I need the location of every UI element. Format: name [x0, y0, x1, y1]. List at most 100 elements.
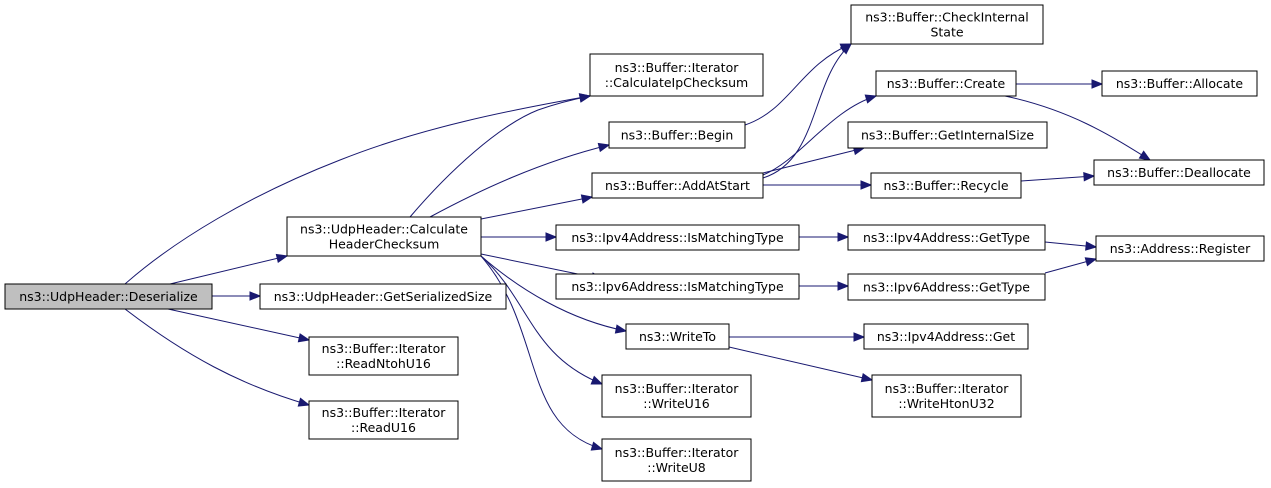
node-label: ns3::Buffer::Iterator [322, 405, 447, 420]
node-label: State [930, 25, 963, 40]
node-box [850, 4, 1044, 45]
edge-arrowhead [590, 375, 604, 385]
node-box [608, 121, 746, 149]
node-ipv4-is-matching[interactable]: ns3::Ipv4Address::IsMatchingType [555, 224, 800, 251]
node-box [259, 283, 507, 310]
node-write-hton-u32[interactable]: ns3::Buffer::Iterator::WriteHtonU32 [871, 374, 1022, 418]
node-buffer-deallocate[interactable]: ns3::Buffer::Deallocate [1093, 159, 1265, 186]
edge-line [167, 308, 310, 341]
node-get-internal-size[interactable]: ns3::Buffer::GetInternalSize [847, 121, 1048, 149]
node-box [4, 283, 213, 310]
node-box [847, 121, 1048, 149]
node-label: ns3::Buffer::Recycle [883, 178, 1008, 193]
node-box [1093, 159, 1265, 186]
node-buffer-recycle[interactable]: ns3::Buffer::Recycle [870, 172, 1022, 199]
edge-deserialize-to-get_serialized_size [212, 291, 262, 301]
edge-buffer_create-to-buffer_allocate [1016, 79, 1104, 89]
node-ipv6-get-type[interactable]: ns3::Ipv6Address::GetType [847, 273, 1046, 301]
edge-arrowhead [597, 142, 611, 153]
node-label: ns3::Buffer::Allocate [1116, 76, 1244, 91]
node-label: ns3::Ipv4Address::GetType [863, 230, 1030, 245]
node-label: ns3::Buffer::CheckInternal [865, 10, 1029, 25]
edge-arrowhead [275, 253, 289, 264]
node-label: ::WriteHtonU32 [898, 396, 994, 411]
edge-arrowhead [837, 232, 850, 242]
edge-calc_header_checksum-to-write_u16 [480, 255, 604, 385]
node-box [601, 438, 752, 482]
node-ipv4-get[interactable]: ns3::Ipv4Address::Get [863, 323, 1029, 350]
node-label: ns3::Address::Register [1110, 241, 1251, 256]
node-read-ntoh-u16[interactable]: ns3::Buffer::Iterator::ReadNtohU16 [308, 336, 459, 376]
edge-arrowhead [590, 441, 604, 451]
edge-arrowhead [1084, 257, 1098, 267]
node-box [589, 53, 764, 97]
edge-arrowhead [614, 324, 628, 334]
node-label: ns3::Buffer::Create [887, 76, 1006, 91]
edges-layer [124, 43, 1152, 451]
edge-buffer_create-to-buffer_deallocate [1004, 95, 1152, 161]
edge-calc_header_checksum-to-ipv4_is_matching [481, 232, 558, 242]
node-box [863, 323, 1029, 350]
edge-arrowhead [864, 94, 878, 104]
edge-line [124, 95, 591, 285]
node-label: ns3::UdpHeader::Deserialize [19, 289, 198, 304]
node-box [308, 400, 459, 440]
edge-line [1020, 175, 1095, 182]
edge-line [429, 144, 610, 218]
node-label: ns3::Buffer::Iterator [615, 445, 740, 460]
edge-line [762, 95, 877, 176]
edge-arrowhead [839, 43, 853, 55]
edge-line [1004, 95, 1151, 161]
node-box [870, 172, 1022, 199]
node-label: ns3::Buffer::GetInternalSize [861, 128, 1034, 143]
node-label: ns3::Ipv4Address::IsMatchingType [571, 230, 784, 245]
node-label: ns3::Buffer::Iterator [615, 60, 740, 75]
node-calc-ip-checksum[interactable]: ns3::Buffer::Iterator::CalculateIpChecks… [589, 53, 764, 97]
edge-calc_header_checksum-to-calc_ip_checksum [409, 93, 592, 218]
node-box [286, 216, 482, 257]
edge-arrowhead [1085, 241, 1098, 251]
node-write-u16[interactable]: ns3::Buffer::Iterator::WriteU16 [601, 374, 752, 418]
edge-arrowhead [837, 281, 850, 291]
node-get-serialized-size[interactable]: ns3::UdpHeader::GetSerializedSize [259, 283, 507, 310]
edge-line [409, 95, 591, 218]
edge-add_at_start-to-check_internal_state [762, 43, 853, 179]
node-label: ns3::Buffer::AddAtStart [605, 178, 750, 193]
node-write-to[interactable]: ns3::WriteTo [625, 323, 730, 350]
node-label: ::WriteU8 [647, 460, 706, 475]
edge-arrowhead [1091, 79, 1104, 89]
node-box [601, 374, 752, 418]
edge-arrowhead [1138, 150, 1152, 161]
edge-ipv4_is_matching-to-ipv4_get_type [799, 232, 850, 242]
edge-arrowhead [249, 291, 262, 301]
edge-line [480, 255, 603, 385]
node-box [555, 273, 800, 300]
node-address-register[interactable]: ns3::Address::Register [1095, 235, 1265, 262]
edge-buffer_recycle-to-buffer_deallocate [1020, 171, 1096, 182]
edge-arrowhead [853, 332, 866, 342]
edge-line [124, 308, 310, 406]
edge-arrowhead [860, 373, 874, 383]
node-buffer-allocate[interactable]: ns3::Buffer::Allocate [1101, 70, 1258, 97]
node-label: ns3::Buffer::Iterator [322, 341, 447, 356]
node-ipv6-is-matching[interactable]: ns3::Ipv6Address::IsMatchingType [555, 273, 800, 300]
edge-arrowhead [1083, 171, 1096, 182]
node-box [1101, 70, 1258, 97]
edge-arrowhead [297, 397, 311, 407]
node-label: ::WriteU16 [643, 396, 710, 411]
node-label: ns3::WriteTo [639, 329, 716, 344]
edge-add_at_start-to-buffer_create [762, 94, 878, 176]
node-add-at-start[interactable]: ns3::Buffer::AddAtStart [591, 172, 764, 199]
node-write-u8[interactable]: ns3::Buffer::Iterator::WriteU8 [601, 438, 752, 482]
node-buffer-create[interactable]: ns3::Buffer::Create [875, 70, 1017, 97]
node-label: ns3::Ipv6Address::IsMatchingType [571, 279, 784, 294]
node-read-u16[interactable]: ns3::Buffer::Iterator::ReadU16 [308, 400, 459, 440]
node-ipv4-get-type[interactable]: ns3::Ipv4Address::GetType [847, 224, 1046, 251]
node-label: ns3::UdpHeader::Calculate [300, 222, 468, 237]
node-buffer-begin[interactable]: ns3::Buffer::Begin [608, 121, 746, 149]
edge-arrowhead [578, 93, 592, 103]
node-box [555, 224, 800, 251]
